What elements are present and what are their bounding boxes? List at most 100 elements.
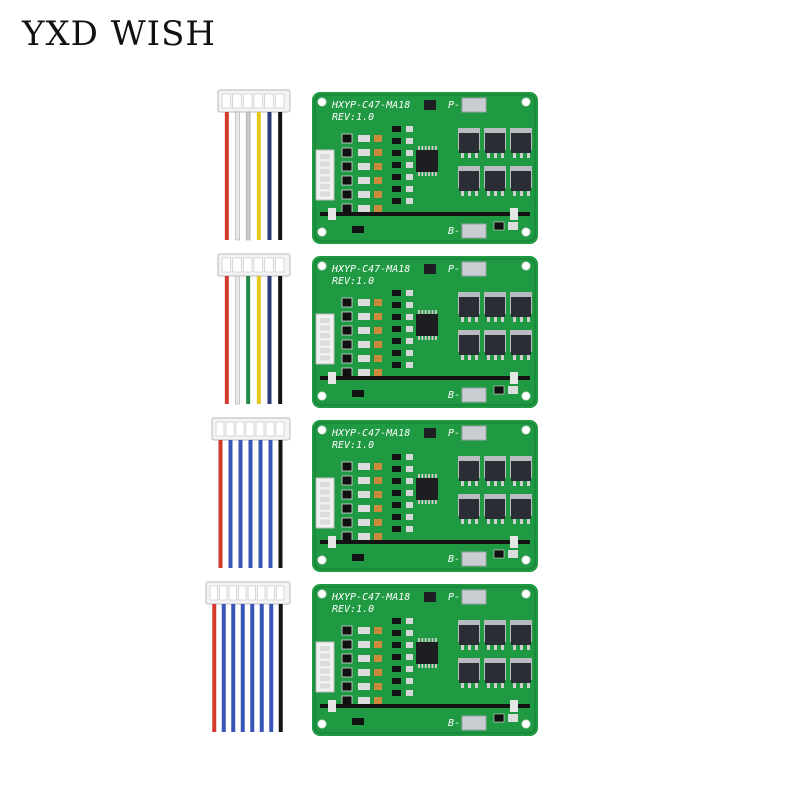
ic-pin	[424, 146, 427, 150]
balance-resistor	[341, 461, 353, 472]
ic-pin	[418, 664, 420, 668]
p-pad	[461, 261, 487, 277]
connector-slot	[238, 585, 247, 601]
connector-slot	[221, 257, 232, 273]
smd-part	[406, 162, 413, 168]
smd-part	[392, 526, 401, 532]
connector-slot	[245, 421, 255, 437]
smd-part	[392, 290, 401, 296]
mosfet-lead	[494, 519, 497, 524]
mosfet-lead	[527, 355, 530, 360]
mosfet-lead	[468, 519, 471, 524]
smd-part	[406, 666, 413, 672]
mosfet	[459, 335, 479, 355]
connector-slot	[274, 93, 285, 109]
mosfet	[459, 133, 479, 153]
connector-pin	[320, 668, 330, 674]
smd-component	[358, 627, 370, 634]
shunt-end	[510, 700, 518, 712]
smd-part	[406, 314, 413, 320]
smd-component	[358, 697, 370, 704]
mosfet	[485, 297, 505, 317]
mosfet	[485, 133, 505, 153]
ic-pin	[431, 172, 434, 176]
shunt-end	[328, 700, 336, 712]
mosfet-lead	[527, 191, 530, 196]
smd-part	[406, 454, 413, 460]
smd-capacitor	[374, 135, 382, 142]
smd-part	[392, 690, 401, 696]
smd-part	[392, 314, 401, 320]
mosfet	[511, 625, 531, 645]
shunt-end	[328, 372, 336, 384]
brand-logo-text: YXD WISH	[22, 14, 217, 54]
mosfet-lead	[494, 683, 497, 688]
ic-pin	[421, 146, 424, 150]
ic-pin	[435, 172, 437, 176]
balance-resistor	[341, 189, 353, 200]
mosfet-lead	[494, 153, 497, 158]
mosfet-lead	[461, 191, 464, 196]
connector-slot	[253, 93, 264, 109]
shunt-resistor	[320, 540, 530, 544]
shunt-resistor	[320, 212, 530, 216]
ic-pin	[421, 638, 424, 642]
ic-pin	[428, 664, 430, 668]
mosfet-lead	[468, 355, 471, 360]
smd-capacitor	[374, 369, 382, 376]
smd-capacitor	[374, 683, 382, 690]
smd-capacitor	[374, 191, 382, 198]
pcb-edge	[314, 586, 536, 734]
p-pad	[461, 425, 487, 441]
wire	[235, 275, 240, 405]
mosfet	[485, 335, 505, 355]
smd-part	[406, 490, 413, 496]
smd-part	[392, 478, 401, 484]
mosfet-lead	[494, 317, 497, 322]
smd-part	[406, 326, 413, 332]
balance-resistor	[341, 503, 353, 514]
smd-part	[406, 150, 413, 156]
ic-pin	[418, 146, 420, 150]
connector-pin	[320, 161, 330, 167]
mounting-hole	[521, 425, 531, 435]
connector-slot	[232, 257, 242, 273]
smd-component	[358, 477, 370, 484]
balance-resistor	[341, 161, 353, 172]
mounting-hole	[521, 391, 531, 401]
wire	[278, 276, 283, 404]
mosfet-lead	[520, 355, 523, 360]
smd-part	[406, 502, 413, 508]
mosfet-lead	[461, 317, 464, 322]
control-ic	[416, 314, 438, 336]
smd-component	[358, 355, 370, 362]
smd-capacitor	[374, 491, 382, 498]
connector-slot	[253, 257, 264, 273]
mosfet	[485, 625, 505, 645]
smd-part	[392, 454, 401, 460]
wire	[224, 112, 229, 240]
mosfet-lead	[468, 645, 471, 650]
connector-slot	[242, 93, 253, 109]
smd-part	[352, 390, 364, 397]
smd-capacitor	[374, 669, 382, 676]
smd-capacitor	[374, 505, 382, 512]
board-model-label: HXYP-C47-MA18	[331, 100, 410, 111]
mosfet	[511, 663, 531, 683]
balance-resistor	[341, 681, 353, 692]
balance-resistor	[341, 531, 353, 542]
connector-pin	[320, 661, 330, 666]
wire	[250, 604, 255, 732]
mosfet-lead	[487, 191, 490, 196]
small-ic	[424, 428, 436, 438]
connector-slot	[221, 93, 232, 109]
smd-part	[352, 554, 364, 561]
mosfet-lead	[468, 153, 471, 158]
mosfet	[511, 171, 531, 191]
mosfet-lead	[513, 645, 516, 650]
wire	[258, 440, 263, 568]
shunt-end	[328, 208, 336, 220]
mosfet-lead	[494, 191, 497, 196]
